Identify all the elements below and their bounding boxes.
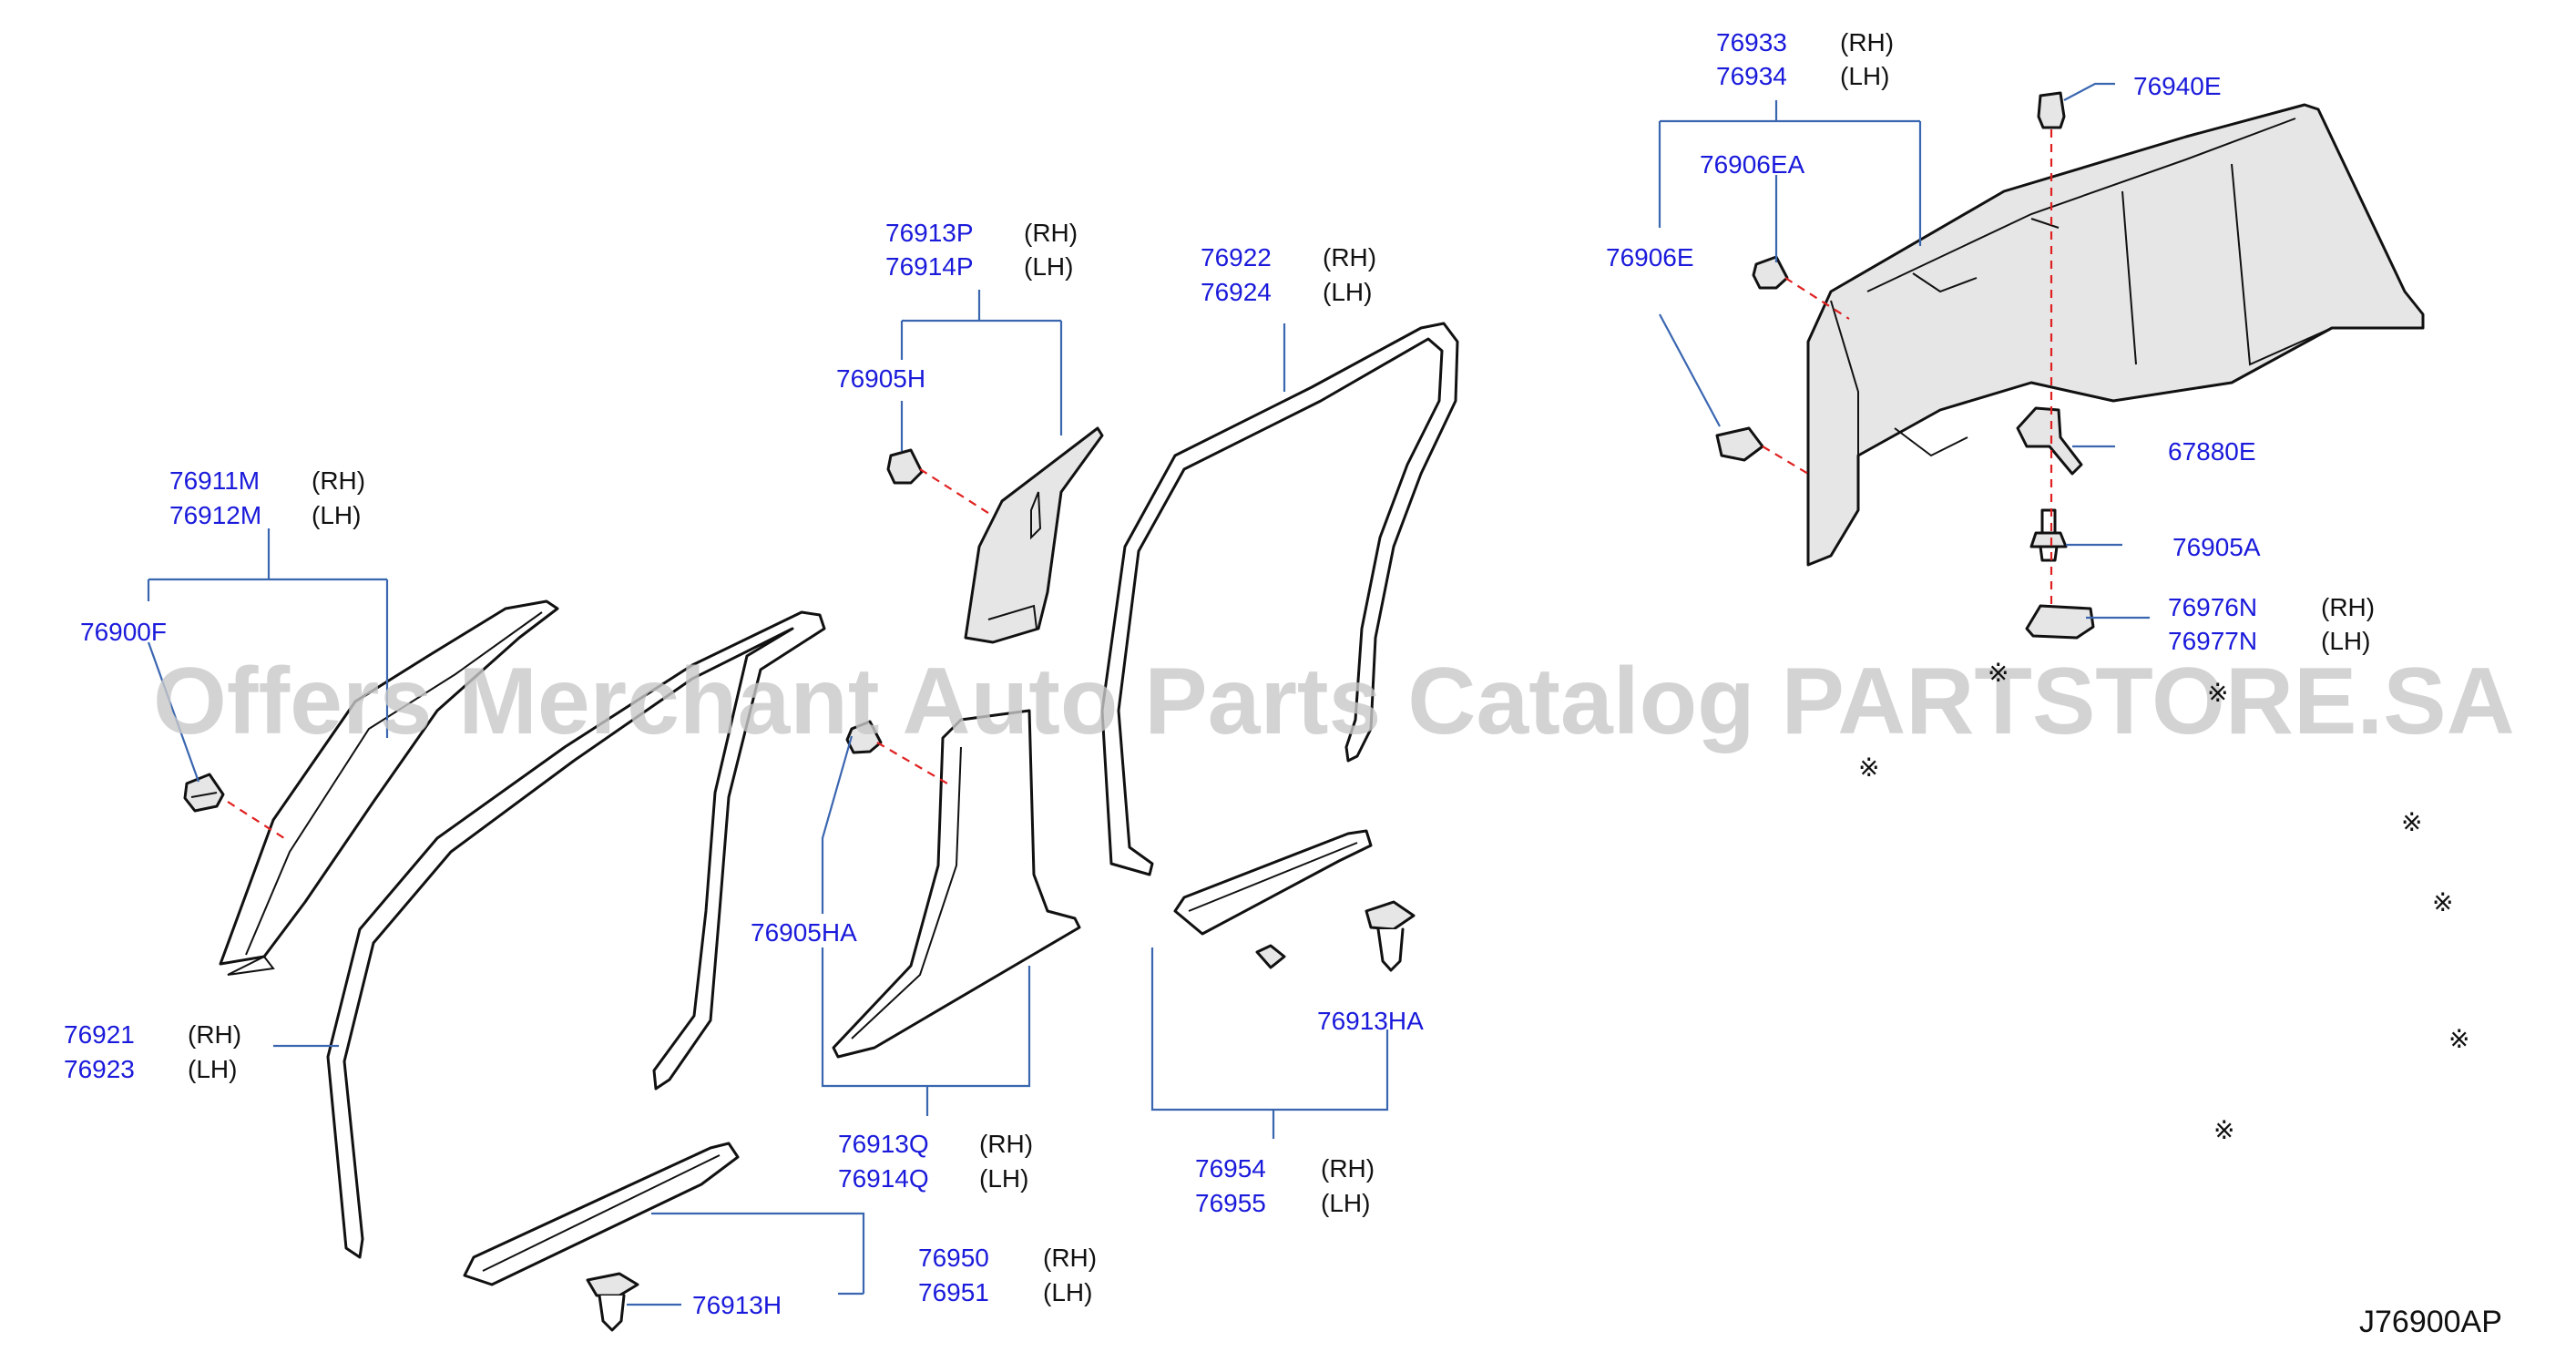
center-pillar-lower-garnish[interactable] — [832, 709, 1081, 1059]
label-76940e[interactable]: 76940E — [2133, 72, 2222, 100]
label-76911m[interactable]: 76911M — [169, 466, 260, 495]
side-rh-76950: (RH) — [1043, 1244, 1097, 1272]
label-76934[interactable]: 76934 — [1716, 62, 1787, 90]
label-76933[interactable]: 76933 — [1716, 28, 1787, 56]
clip-76905h[interactable] — [886, 448, 924, 485]
marker-symbol: ※ — [2213, 1116, 2234, 1144]
side-lh-76924: (LH) — [1323, 278, 1372, 306]
front-pillar-garnish[interactable] — [219, 599, 559, 976]
label-76950[interactable]: 76950 — [918, 1244, 989, 1272]
front-kicking-plate[interactable] — [463, 1142, 740, 1286]
cover-76976n[interactable] — [2025, 604, 2095, 640]
clip-76906e[interactable] — [1715, 426, 1764, 462]
marker-symbol: ※ — [2401, 808, 2422, 836]
label-76914q[interactable]: 76914Q — [838, 1164, 929, 1193]
front-door-weatherstrip[interactable] — [326, 610, 826, 1259]
label-76905a[interactable]: 76905A — [2172, 533, 2261, 561]
label-76912m[interactable]: 76912M — [169, 501, 261, 529]
label-76923[interactable]: 76923 — [64, 1055, 135, 1083]
label-76976n[interactable]: 76976N — [2168, 593, 2257, 621]
label-76913h[interactable]: 76913H — [692, 1291, 782, 1319]
marker-symbol: ※ — [2448, 1025, 2469, 1053]
bolt-76905a[interactable] — [2029, 508, 2068, 562]
side-lh-76977n: (LH) — [2321, 627, 2370, 655]
label-76951[interactable]: 76951 — [918, 1278, 989, 1306]
bracket-67880e[interactable] — [2016, 406, 2083, 476]
clip-76913ha[interactable] — [1365, 900, 1416, 972]
label-76955[interactable]: 76955 — [1195, 1189, 1266, 1217]
clip-76905ha[interactable] — [845, 720, 883, 754]
clip-76940e[interactable] — [2037, 91, 2066, 129]
label-76900f[interactable]: 76900F — [80, 618, 167, 646]
side-lh-76914p: (LH) — [1024, 252, 1073, 281]
side-rh-76913p: (RH) — [1024, 219, 1078, 247]
side-lh-76923: (LH) — [188, 1055, 237, 1083]
label-76905h[interactable]: 76905H — [836, 364, 925, 393]
not-serviced-markers: ※ ※ ※ ※ ※ ※ ※ — [1858, 659, 2469, 1144]
diagram-code: J76900AP — [2359, 1305, 2502, 1339]
label-76913q[interactable]: 76913Q — [838, 1130, 929, 1158]
label-76906ea[interactable]: 76906EA — [1700, 150, 1805, 179]
side-lh-76912m: (LH) — [312, 501, 361, 529]
label-67880e[interactable]: 67880E — [2168, 437, 2256, 466]
clip-76913h[interactable] — [586, 1272, 639, 1332]
label-76924[interactable]: 76924 — [1201, 278, 1272, 306]
part-labels: 76933 (RH) 76934 (LH) 76906EA 76906E 769… — [64, 28, 2375, 1319]
label-76913ha[interactable]: 76913HA — [1317, 1007, 1424, 1035]
rear-door-weatherstrip[interactable] — [1100, 322, 1459, 876]
marker-symbol: ※ — [2432, 888, 2453, 917]
rear-kicking-plate[interactable] — [1173, 829, 1373, 969]
clip-76900f[interactable] — [183, 773, 225, 813]
dashed-axes — [227, 129, 2053, 839]
label-76914p[interactable]: 76914P — [885, 252, 974, 281]
side-rh-76922: (RH) — [1323, 243, 1376, 271]
side-lh-76951: (LH) — [1043, 1278, 1092, 1306]
label-76913p[interactable]: 76913P — [885, 219, 974, 247]
clip-76906ea[interactable] — [1752, 255, 1789, 290]
label-76954[interactable]: 76954 — [1195, 1154, 1266, 1183]
side-lh-76955: (LH) — [1321, 1189, 1370, 1217]
leader-lines — [147, 82, 2150, 1306]
label-76921[interactable]: 76921 — [64, 1020, 135, 1049]
side-rh-76954: (RH) — [1321, 1154, 1375, 1183]
marker-symbol: ※ — [2207, 679, 2228, 707]
side-lh-76914q: (LH) — [979, 1164, 1028, 1193]
watermark: Offers Merchant Auto Parts Catalog PARTS… — [153, 649, 2515, 754]
side-rh-76921: (RH) — [188, 1020, 241, 1049]
side-rh-76913q: (RH) — [979, 1130, 1033, 1158]
label-76922[interactable]: 76922 — [1201, 243, 1272, 271]
side-lh-76934: (LH) — [1840, 62, 1889, 90]
marker-symbol: ※ — [1858, 753, 1879, 782]
label-76906e[interactable]: 76906E — [1606, 243, 1694, 271]
center-pillar-upper-garnish[interactable] — [964, 426, 1104, 644]
label-76905ha[interactable]: 76905HA — [751, 918, 857, 947]
side-rh-76911m: (RH) — [312, 466, 365, 495]
label-76977n[interactable]: 76977N — [2168, 627, 2257, 655]
marker-symbol: ※ — [1988, 659, 2009, 687]
side-rh-76976n: (RH) — [2321, 593, 2375, 621]
luggage-side-finisher[interactable] — [1806, 103, 2425, 567]
side-rh-76933: (RH) — [1840, 28, 1894, 56]
